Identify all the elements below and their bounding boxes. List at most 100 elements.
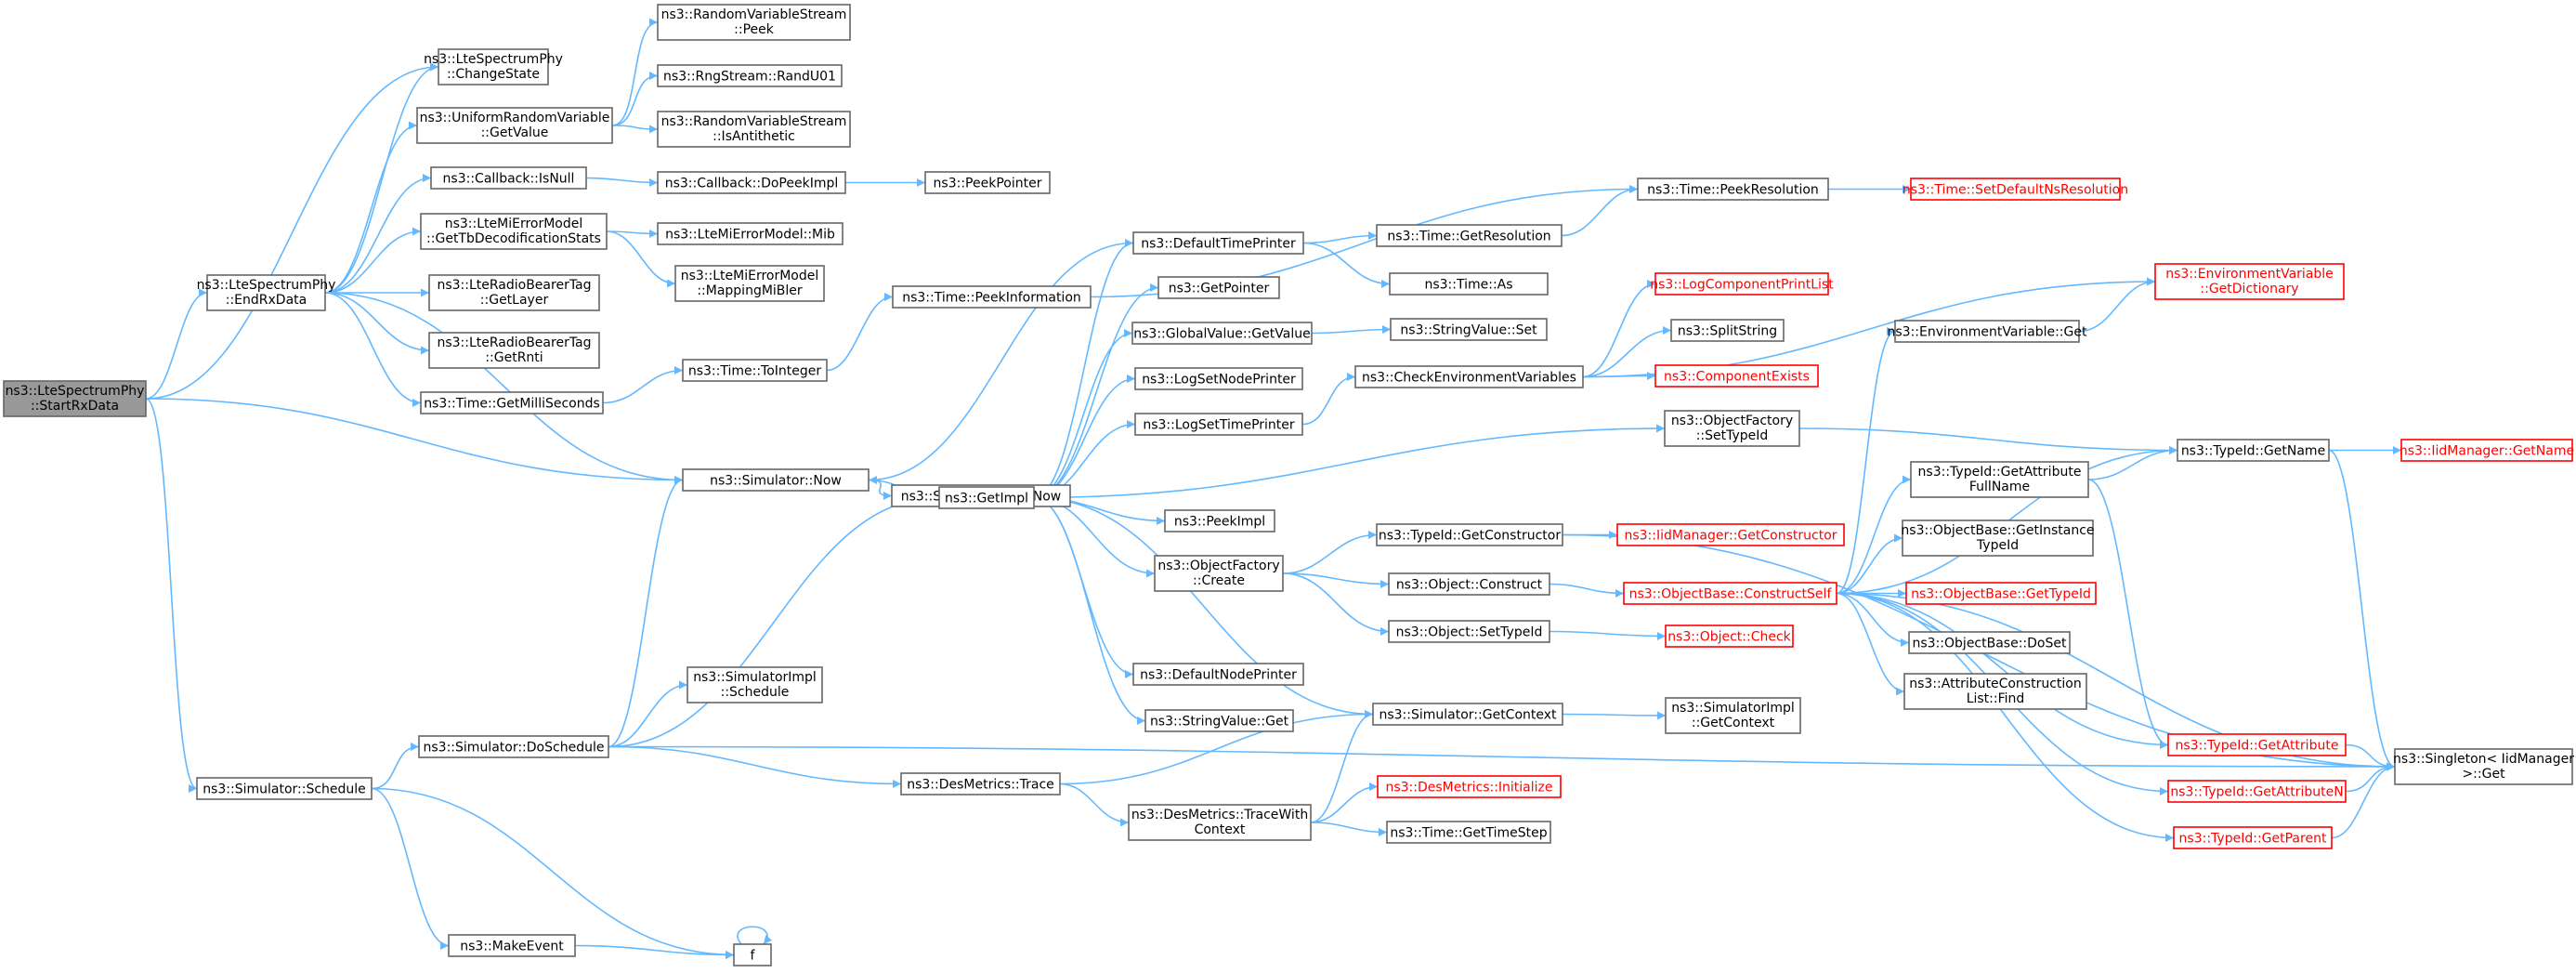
node-label: ns3::ObjectBase::DoSet	[1913, 637, 2067, 651]
node-iidgetctor[interactable]: ns3::IidManager::GetConstructor	[1616, 523, 1845, 546]
node-getlayer[interactable]: ns3::LteRadioBearerTag::GetLayer	[428, 274, 600, 311]
node-timeas[interactable]: ns3::Time::As	[1389, 272, 1549, 296]
edge-path	[606, 230, 676, 288]
node-peekres[interactable]: ns3::Time::PeekResolution	[1637, 178, 1829, 201]
node-getmilli[interactable]: ns3::Time::GetMilliSeconds	[420, 391, 604, 414]
edge-tointeger-to-peekinfo	[826, 293, 894, 372]
node-box	[1664, 410, 1800, 447]
node-box	[1910, 178, 2121, 201]
node-startrx[interactable]: ns3::LteSpectrumPhy::StartRxData	[3, 380, 147, 417]
node-tidgetname[interactable]: ns3::TypeId::GetName	[2177, 439, 2330, 462]
node-gettimestep[interactable]: ns3::Time::GetTimeStep	[1386, 821, 1551, 844]
edge-deftimeprinter-to-getresolution	[1302, 231, 1378, 244]
edge-path	[1059, 782, 1130, 827]
node-peekinfo[interactable]: ns3::Time::PeekInformation	[892, 285, 1092, 309]
node-label: ns3::ObjectFactory	[1157, 559, 1279, 573]
node-desinit[interactable]: ns3::DesMetrics::Initialize	[1377, 775, 1562, 798]
node-gvgetvalue[interactable]: ns3::GlobalValue::GetValue	[1131, 322, 1313, 345]
node-urvgetvalue[interactable]: ns3::UniformRandomVariable::GetValue	[416, 107, 613, 144]
node-box	[1128, 804, 1312, 841]
node-box	[1376, 523, 1563, 546]
node-envget[interactable]: ns3::EnvironmentVariable::Get	[1888, 320, 2087, 343]
node-endrx[interactable]: ns3::LteSpectrumPhy::EndRxData	[197, 274, 336, 311]
node-svget[interactable]: ns3::StringValue::Get	[1144, 709, 1294, 732]
node-peekimpl[interactable]: ns3::PeekImpl	[1164, 509, 1275, 533]
node-logsetnode[interactable]: ns3::LogSetNodePrinter	[1134, 367, 1303, 390]
node-schedule[interactable]: ns3::Simulator::Schedule	[196, 777, 373, 800]
node-deftimeprinter[interactable]: ns3::DefaultTimePrinter	[1132, 231, 1304, 255]
node-label: ::StartRxData	[31, 399, 119, 414]
node-label: ns3::UniformRandomVariable	[420, 111, 610, 125]
edge-getimpl-to-svget	[1033, 496, 1146, 725]
edge-destrace-to-simgetctx	[1059, 710, 1374, 785]
node-constructself[interactable]: ns3::ObjectBase::ConstructSelf	[1623, 582, 1837, 605]
node-ofcreate[interactable]: ns3::ObjectFactory::Create	[1154, 555, 1284, 592]
edge-path	[1836, 592, 2175, 842]
node-dopeekimpl[interactable]: ns3::Callback::DoPeekImpl	[657, 171, 846, 194]
node-doschedule[interactable]: ns3::Simulator::DoSchedule	[418, 735, 609, 758]
node-peekpointer[interactable]: ns3::PeekPointer	[924, 171, 1051, 194]
node-tidgetattrn[interactable]: ns3::TypeId::GetAttributeN	[2167, 780, 2347, 803]
node-obgettypeid[interactable]: ns3::ObjectBase::GetTypeId	[1905, 582, 2097, 605]
node-box	[1389, 272, 1549, 296]
node-box	[1388, 620, 1550, 643]
node-getresolution[interactable]: ns3::Time::GetResolution	[1376, 224, 1563, 247]
node-destrace[interactable]: ns3::DesMetrics::Trace	[900, 772, 1061, 795]
node-makeevent[interactable]: ns3::MakeEvent	[448, 934, 576, 957]
edge-startrx-to-endrx	[145, 288, 208, 400]
node-isnull[interactable]: ns3::Callback::IsNull	[430, 166, 587, 190]
node-setdefnsres[interactable]: ns3::Time::SetDefaultNsResolution	[1903, 178, 2128, 201]
node-envgetdict[interactable]: ns3::EnvironmentVariable::GetDictionary	[2154, 263, 2345, 300]
node-randu01[interactable]: ns3::RngStream::RandU01	[657, 64, 843, 87]
node-ofsettypeid[interactable]: ns3::ObjectFactory::SetTypeId	[1664, 410, 1800, 447]
node-iidgetname[interactable]: ns3::IidManager::GetName	[2399, 439, 2574, 462]
node-tidgetctor[interactable]: ns3::TypeId::GetConstructor	[1376, 523, 1563, 546]
node-tidgetparent[interactable]: ns3::TypeId::GetParent	[2173, 826, 2333, 849]
node-f[interactable]: f	[733, 943, 772, 966]
node-getpointer[interactable]: ns3::GetPointer	[1157, 276, 1280, 299]
node-objcheck[interactable]: ns3::Object::Check	[1665, 625, 1794, 648]
node-checkenv[interactable]: ns3::CheckEnvironmentVariables	[1354, 365, 1584, 388]
node-simgetctx[interactable]: ns3::Simulator::GetContext	[1372, 703, 1563, 726]
node-tidgetattr[interactable]: ns3::TypeId::GetAttribute	[2167, 733, 2347, 756]
node-label: ns3::ComponentExists	[1664, 370, 1810, 385]
node-label: List::Find	[1967, 691, 2025, 706]
edge-urvgetvalue-to-randu01	[611, 72, 659, 126]
edge-startrx-to-schedule	[145, 398, 198, 793]
node-tointeger[interactable]: ns3::Time::ToInteger	[682, 359, 828, 382]
node-label: ::GetContext	[1692, 716, 1775, 730]
node-defnodeprinter[interactable]: ns3::DefaultNodePrinter	[1132, 663, 1304, 686]
node-now[interactable]: ns3::Simulator::Now	[682, 468, 870, 492]
node-label: ns3::PeekPointer	[934, 177, 1042, 191]
node-splitstring[interactable]: ns3::SplitString	[1670, 319, 1785, 342]
node-isantithetic[interactable]: ns3::RandomVariableStream::IsAntithetic	[657, 111, 851, 148]
node-logcompprint[interactable]: ns3::LogComponentPrintList	[1650, 272, 1834, 296]
node-singletonget[interactable]: ns3::Singleton< IidManager>::Get	[2393, 748, 2574, 785]
node-obdoset[interactable]: ns3::ObjectBase::DoSet	[1908, 631, 2071, 654]
edge-constructself-to-envget	[1836, 327, 1896, 595]
node-objconstruct[interactable]: ns3::Object::Construct	[1388, 572, 1550, 596]
node-simimplschedule[interactable]: ns3::SimulatorImpl::Schedule	[686, 666, 823, 703]
node-gettbdecod[interactable]: ns3::LteMiErrorModel::GetTbDecodificatio…	[420, 213, 608, 250]
node-svset[interactable]: ns3::StringValue::Set	[1390, 318, 1548, 341]
edge-path	[1836, 592, 1910, 647]
node-getrnti[interactable]: ns3::LteRadioBearerTag::GetRnti	[428, 332, 600, 369]
node-objsettypeid[interactable]: ns3::Object::SetTypeId	[1388, 620, 1550, 643]
edge-endrx-to-changestate	[324, 62, 439, 294]
node-label: ns3::ObjectBase::GetTypeId	[1911, 587, 2091, 602]
edge-path	[1033, 375, 1136, 499]
node-simimplgetctx[interactable]: ns3::SimulatorImpl::GetContext	[1665, 697, 1801, 734]
node-mappingmibler[interactable]: ns3::LteMiErrorModel::MappingMiBler	[674, 265, 825, 302]
node-getimpl[interactable]: ns3::GetImpl	[938, 486, 1035, 509]
node-compexists[interactable]: ns3::ComponentExists	[1654, 364, 1819, 388]
node-mib[interactable]: ns3::LteMiErrorModel::Mib	[657, 222, 843, 245]
node-peek[interactable]: ns3::RandomVariableStream::Peek	[657, 4, 851, 41]
node-logsettime[interactable]: ns3::LogSetTimePrinter	[1134, 413, 1303, 436]
node-label: ns3::TypeId::GetParent	[2179, 832, 2327, 847]
node-changestate[interactable]: ns3::LteSpectrumPhy::ChangeState	[424, 48, 563, 85]
node-box	[1390, 318, 1548, 341]
